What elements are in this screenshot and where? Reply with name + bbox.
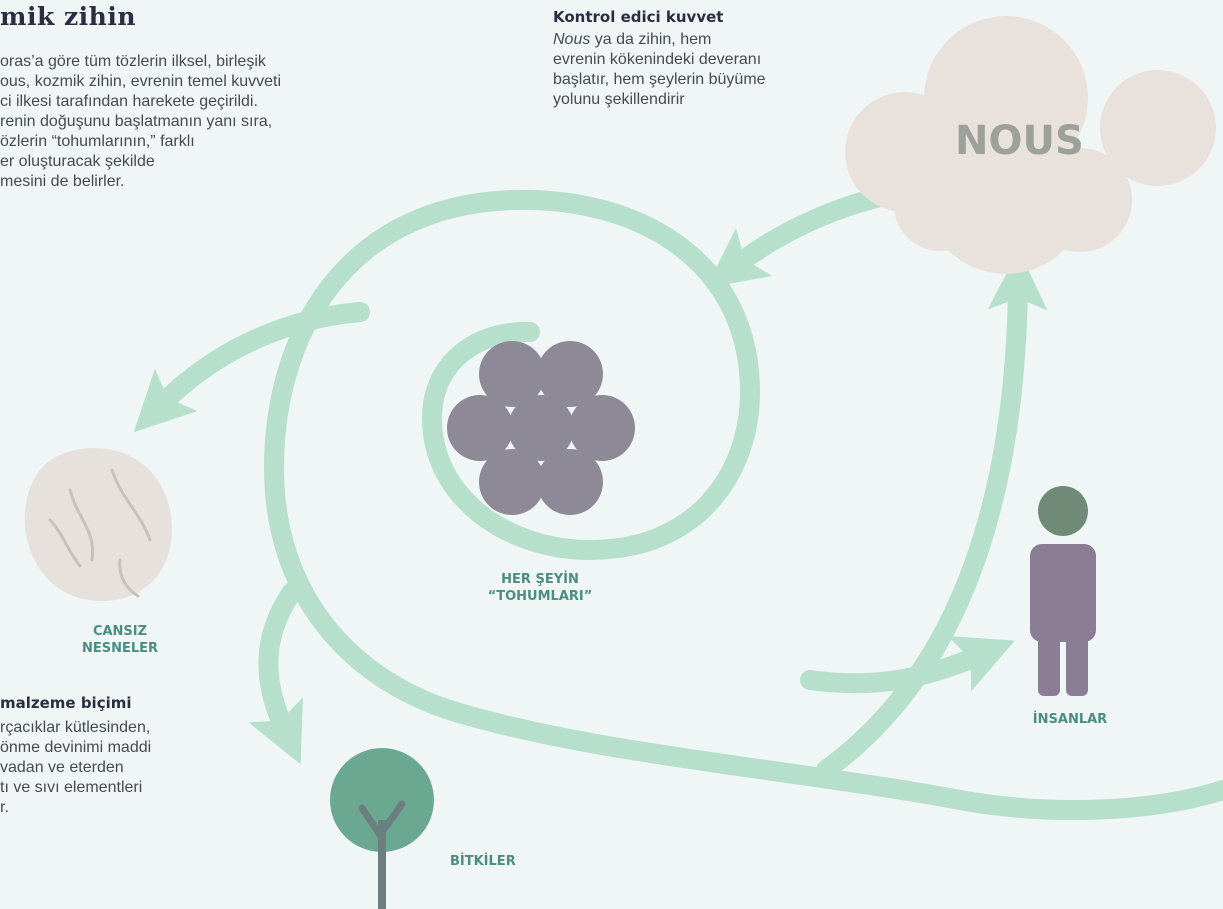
cosmic-mind-title: mik zihin — [0, 2, 137, 31]
plants-label: BİTKİLER — [450, 854, 516, 869]
cosmic-mind-body: oras’a göre tüm tözlerin ilksel, birleşi… — [0, 53, 281, 190]
lifeless-objects-label: CANSIZ NESNELER — [81, 624, 159, 656]
human-icon — [1030, 486, 1096, 696]
controlling-force-heading: Kontrol edici kuvvet — [553, 8, 724, 26]
controlling-force-body-rest: ya da zihin, hem evrenin kökenindeki dev… — [553, 31, 766, 108]
spiral-path — [263, 189, 1223, 820]
nous-label: NOUS — [955, 118, 1084, 164]
arrow-to-plants — [248, 582, 303, 765]
controlling-force-body: Nous ya da zihin, hem evrenin kökenindek… — [553, 30, 873, 110]
arrow-to-lifeless — [133, 302, 370, 433]
arrow-to-nous — [816, 250, 1048, 780]
nous-cloud — [845, 16, 1216, 274]
arrow-to-humans — [800, 635, 1015, 694]
rock-icon — [24, 448, 172, 602]
material-form-body: rçacıklar kütlesinden, önme devinimi mad… — [0, 719, 152, 816]
seeds-cluster — [447, 341, 635, 515]
nous-italic-word: Nous — [553, 31, 591, 48]
tree-icon — [330, 748, 434, 909]
humans-label: İNSANLAR — [1032, 712, 1108, 727]
seeds-label: HER ŞEYİN “TOHUMLARI” — [487, 572, 593, 604]
material-form-heading: malzeme biçimi — [0, 694, 132, 712]
